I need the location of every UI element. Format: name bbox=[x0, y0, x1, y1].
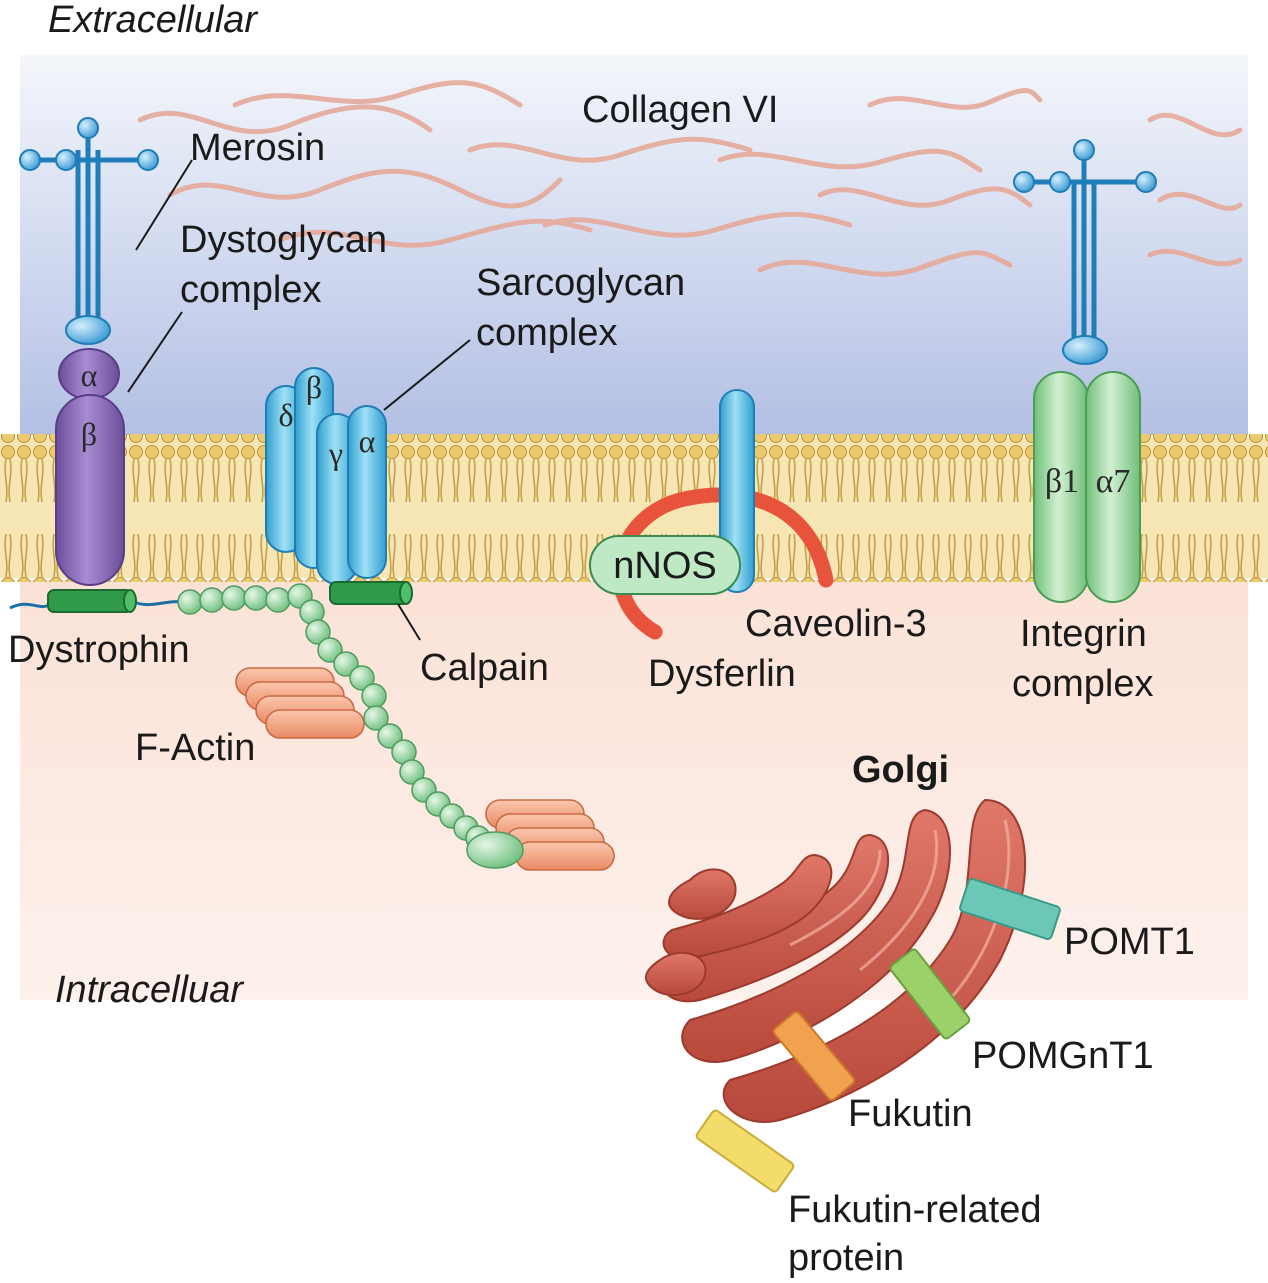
merosin bbox=[30, 130, 146, 320]
sarcoglycan-alpha-label: α bbox=[359, 423, 376, 459]
integrin-label-line2: complex bbox=[1012, 663, 1154, 705]
intracellular-label: Intracelluar bbox=[55, 969, 244, 1011]
integrin-laminin bbox=[1024, 150, 1146, 340]
bead bbox=[349, 665, 375, 691]
calpain bbox=[329, 581, 411, 605]
sarcoglycan-beta-label: β bbox=[306, 369, 322, 405]
dystroglycan-alpha-label: α bbox=[81, 357, 98, 393]
dystroglycan-label-line2: complex bbox=[180, 269, 322, 311]
integrin-alpha7-label: α7 bbox=[1096, 463, 1131, 500]
collagen-fibers bbox=[137, 80, 1243, 277]
bead bbox=[243, 585, 269, 611]
calpain-label: Calpain bbox=[420, 647, 549, 689]
fukutin-label: Fukutin bbox=[848, 1093, 973, 1135]
collagen-vi-label: Collagen VI bbox=[582, 89, 778, 131]
bead bbox=[265, 587, 291, 613]
integrin-alpha7 bbox=[1085, 371, 1141, 603]
pomt1 bbox=[959, 878, 1061, 940]
fukutin-related-protein-label-line1: Fukutin-related bbox=[788, 1189, 1041, 1231]
fukutin bbox=[772, 1011, 856, 1101]
f-actin-label: F-Actin bbox=[135, 727, 255, 769]
dystrophin bbox=[47, 589, 133, 613]
bead bbox=[363, 705, 389, 731]
dystrophin-label: Dystrophin bbox=[8, 629, 190, 671]
sarcoglycan-gamma-label: γ bbox=[328, 435, 343, 471]
merosin-label: Merosin bbox=[190, 127, 325, 169]
bead bbox=[317, 637, 343, 663]
pomgnt1-label: POMGnT1 bbox=[972, 1035, 1154, 1077]
sarcoglycan-alpha bbox=[347, 405, 387, 579]
dystrophin-end-bead bbox=[466, 831, 524, 869]
extracellular-label: Extracellular bbox=[48, 0, 258, 41]
sarcoglycan-label-line2: complex bbox=[476, 312, 618, 354]
sarcoglycan-complex bbox=[265, 367, 387, 585]
dystroglycan-beta-label: β bbox=[81, 416, 97, 452]
integrin-beta1-label: β1 bbox=[1045, 463, 1079, 500]
dystroglycan-label-line1: Dystoglycan bbox=[180, 219, 387, 261]
f-actin-left bbox=[235, 667, 365, 739]
bead bbox=[199, 587, 225, 613]
bead bbox=[305, 619, 331, 645]
integrin-label-line1: Integrin bbox=[1020, 613, 1147, 655]
integrin-laminin-heads bbox=[1013, 139, 1157, 365]
caveolin-3-label: Caveolin-3 bbox=[745, 603, 927, 645]
bead bbox=[221, 585, 247, 611]
pomgnt1 bbox=[889, 948, 971, 1040]
dysferlin-label: Dysferlin bbox=[648, 653, 796, 695]
leader-lines bbox=[127, 159, 471, 641]
pomt1-label: POMT1 bbox=[1064, 921, 1195, 963]
bead bbox=[377, 723, 403, 749]
fukutin-related-protein-label-line2: protein bbox=[788, 1237, 904, 1279]
nnos-label: nNOS bbox=[613, 545, 716, 587]
nnos bbox=[589, 535, 741, 595]
f-actin-right bbox=[485, 799, 615, 871]
bead bbox=[177, 589, 203, 615]
golgi-label: Golgi bbox=[852, 749, 949, 791]
sarcoglycan-label-line1: Sarcoglycan bbox=[476, 262, 685, 304]
dystrophin-bead-chain bbox=[177, 583, 491, 851]
fukutin-related-protein bbox=[695, 1109, 795, 1193]
bead bbox=[361, 683, 387, 709]
merosin-globular-heads bbox=[19, 117, 159, 345]
extracellular-space bbox=[20, 55, 1248, 435]
sarcoglycan-delta-label: δ bbox=[278, 397, 293, 433]
bead bbox=[399, 759, 425, 785]
bead bbox=[333, 651, 359, 677]
dystroglycan-beta bbox=[55, 394, 125, 586]
